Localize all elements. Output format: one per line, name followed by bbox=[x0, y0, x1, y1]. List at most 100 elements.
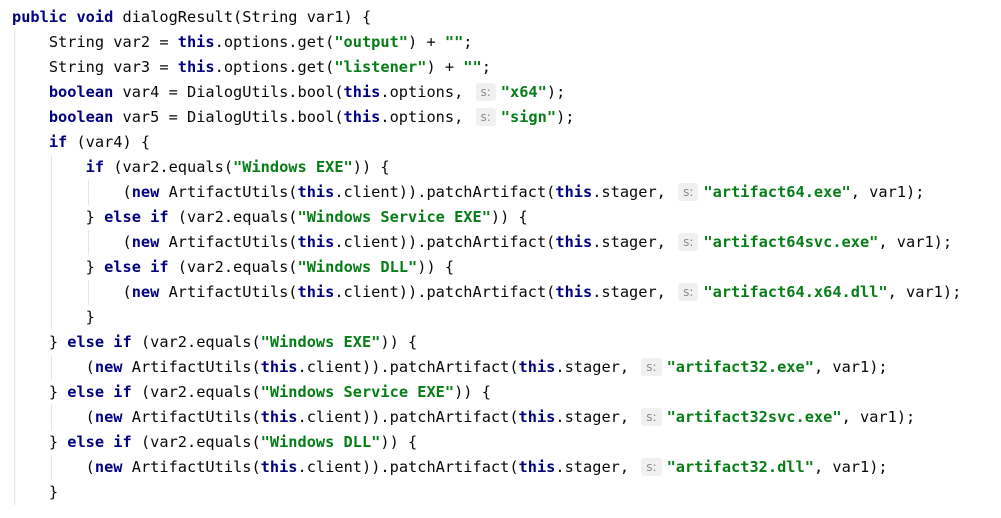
code-line[interactable]: if (var2.equals("Windows EXE")) { bbox=[12, 155, 961, 180]
code-line[interactable]: } else if (var2.equals("Windows Service … bbox=[12, 380, 961, 405]
keyword-token: this bbox=[518, 408, 556, 426]
code-text: .client)).patchArtifact( bbox=[334, 233, 556, 251]
code-text: )) { bbox=[417, 258, 455, 276]
code-text: var4 = DialogUtils.bool( bbox=[122, 83, 344, 101]
code-line[interactable]: (new ArtifactUtils(this.client)).patchAr… bbox=[12, 280, 961, 305]
keyword-token: this bbox=[555, 283, 593, 301]
string-literal: "output" bbox=[334, 33, 409, 51]
keyword-token: new bbox=[94, 408, 132, 426]
code-text: (var2.equals( bbox=[177, 208, 298, 226]
code-text: .client)).patchArtifact( bbox=[297, 358, 519, 376]
string-literal: "sign" bbox=[500, 108, 557, 126]
string-literal: "artifact64.exe" bbox=[703, 183, 851, 201]
keyword-token: this bbox=[297, 183, 335, 201]
keyword-token: this bbox=[260, 358, 298, 376]
code-text: String var3 = bbox=[48, 58, 178, 76]
code-line[interactable]: (new ArtifactUtils(this.client)).patchAr… bbox=[12, 355, 961, 380]
string-literal: "artifact64svc.exe" bbox=[703, 233, 879, 251]
code-text: .stager, bbox=[592, 283, 676, 301]
code-text: ( bbox=[122, 233, 132, 251]
code-text: (var2.equals( bbox=[140, 333, 261, 351]
code-line[interactable]: } else if (var2.equals("Windows Service … bbox=[12, 205, 961, 230]
keyword-token: this bbox=[555, 183, 593, 201]
code-text: } bbox=[48, 433, 68, 451]
keyword-token: this bbox=[518, 458, 556, 476]
code-editor[interactable]: public void dialogResult(String var1) {S… bbox=[12, 5, 961, 505]
keyword-token: new bbox=[94, 458, 132, 476]
string-literal: "listener" bbox=[334, 58, 427, 76]
code-text: ArtifactUtils( bbox=[131, 408, 261, 426]
keyword-token: this bbox=[297, 233, 335, 251]
code-text: (var2.equals( bbox=[140, 383, 261, 401]
string-literal: "Windows Service EXE" bbox=[260, 383, 455, 401]
string-literal: "Windows DLL" bbox=[260, 433, 381, 451]
indent-guide bbox=[88, 180, 89, 205]
code-text: , var1); bbox=[841, 408, 916, 426]
code-line[interactable]: boolean var5 = DialogUtils.bool(this.opt… bbox=[12, 105, 961, 130]
code-text: ( bbox=[85, 358, 95, 376]
code-text: (var4) { bbox=[76, 133, 151, 151]
code-line[interactable]: String var3 = this.options.get("listener… bbox=[12, 55, 961, 80]
code-text: var5 = DialogUtils.bool( bbox=[122, 108, 344, 126]
code-text: ( bbox=[122, 183, 132, 201]
code-text: } bbox=[85, 308, 95, 326]
code-line[interactable]: (new ArtifactUtils(this.client)).patchAr… bbox=[12, 455, 961, 480]
indent-guide bbox=[51, 155, 52, 330]
parameter-hint-badge: s: bbox=[641, 408, 662, 426]
code-text: .options, bbox=[380, 108, 473, 126]
keyword-token: this bbox=[343, 83, 381, 101]
code-text: ); bbox=[556, 108, 575, 126]
code-text: , var1); bbox=[850, 183, 925, 201]
code-text: .options, bbox=[380, 83, 473, 101]
code-line[interactable]: (new ArtifactUtils(this.client)).patchAr… bbox=[12, 230, 961, 255]
code-text: .stager, bbox=[555, 358, 639, 376]
keyword-token: this bbox=[343, 108, 381, 126]
code-line[interactable]: } else if (var2.equals("Windows DLL")) { bbox=[12, 430, 961, 455]
keyword-token: else if bbox=[67, 433, 141, 451]
code-line[interactable]: boolean var4 = DialogUtils.bool(this.opt… bbox=[12, 80, 961, 105]
code-text: , var1); bbox=[878, 233, 953, 251]
code-line[interactable]: public void dialogResult(String var1) { bbox=[12, 5, 961, 30]
code-line[interactable]: String var2 = this.options.get("output")… bbox=[12, 30, 961, 55]
indent-guide bbox=[14, 30, 15, 505]
string-literal: "x64" bbox=[500, 83, 547, 101]
indent-guide bbox=[88, 230, 89, 255]
indent-guide bbox=[51, 455, 52, 480]
indent-guide bbox=[51, 355, 52, 380]
code-line[interactable]: } bbox=[12, 305, 961, 330]
code-line[interactable]: if (var4) { bbox=[12, 130, 961, 155]
code-line[interactable]: } bbox=[12, 480, 961, 505]
code-text: ArtifactUtils( bbox=[168, 233, 298, 251]
parameter-hint-badge: s: bbox=[641, 458, 662, 476]
code-text: )) { bbox=[380, 433, 418, 451]
code-text: } bbox=[85, 258, 105, 276]
code-line[interactable]: (new ArtifactUtils(this.client)).patchAr… bbox=[12, 405, 961, 430]
string-literal: "artifact32svc.exe" bbox=[666, 408, 842, 426]
code-text: )) { bbox=[352, 158, 390, 176]
string-literal: "Windows Service EXE" bbox=[297, 208, 491, 226]
code-line[interactable]: } else if (var2.equals("Windows EXE")) { bbox=[12, 330, 961, 355]
keyword-token: public void bbox=[12, 8, 123, 26]
keyword-token: this bbox=[297, 283, 335, 301]
keyword-token: this bbox=[177, 58, 215, 76]
code-text: } bbox=[48, 483, 59, 501]
code-line[interactable]: } else if (var2.equals("Windows DLL")) { bbox=[12, 255, 961, 280]
keyword-token: else if bbox=[67, 333, 141, 351]
keyword-token: this bbox=[260, 458, 298, 476]
code-text: , var1); bbox=[813, 358, 888, 376]
keyword-token: else if bbox=[104, 208, 178, 226]
string-literal: "artifact64.x64.dll" bbox=[703, 283, 888, 301]
keyword-token: new bbox=[94, 358, 132, 376]
code-text: ArtifactUtils( bbox=[131, 458, 261, 476]
code-line[interactable]: (new ArtifactUtils(this.client)).patchAr… bbox=[12, 180, 961, 205]
code-text: dialogResult(String var1) { bbox=[122, 8, 372, 26]
keyword-token: this bbox=[518, 358, 556, 376]
code-text: ( bbox=[85, 408, 95, 426]
code-text: .client)).patchArtifact( bbox=[334, 183, 556, 201]
code-text: ArtifactUtils( bbox=[168, 283, 298, 301]
code-text: } bbox=[48, 333, 68, 351]
indent-guide bbox=[51, 405, 52, 430]
keyword-token: else if bbox=[104, 258, 178, 276]
code-text: ) + bbox=[426, 58, 464, 76]
keyword-token: boolean bbox=[48, 83, 123, 101]
